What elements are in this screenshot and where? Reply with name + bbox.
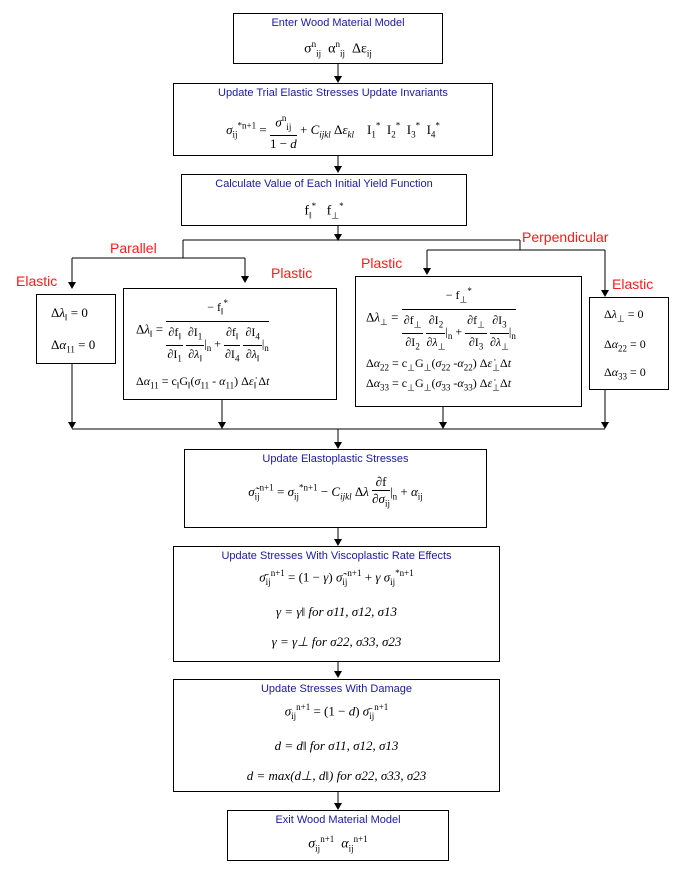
eq-damage-3: d = max(d⊥, d‖) for σ22, σ33, σ23 — [246, 767, 427, 783]
eq-elastic-right-2: Δα22 = 0 — [604, 337, 646, 354]
eq-damage-2: d = d‖ for σ11, σ12, σ13 — [274, 737, 399, 753]
box-damage: Update Stresses With Damage σijn+1 = (1 … — [173, 679, 500, 792]
box-exit-model: Exit Wood Material Model σijn+1 αijn+1 — [227, 810, 449, 861]
eq-elasto: σ̃ijn+1 = σij*n+1 − Cijkl Δλ ∂f∂σij|n + … — [248, 474, 423, 509]
eq-visco-1: σ̄ijn+1 = (1 − γ) σ̃ijn+1 + γ σij*n+1 — [259, 568, 414, 587]
box-plastic-parallel: Δλ‖ = − f‖* ∂f‖∂I1 ∂I1∂λ‖|n + ∂f‖∂I4 ∂I4… — [123, 288, 337, 400]
label-plastic-left: Plastic — [271, 265, 313, 281]
title-elasto: Update Elastoplastic Stresses — [262, 453, 409, 465]
eq-plastic-right-3: Δα33 = c⊥G⊥(σ33 -α33) Δε̇⊥Δt — [366, 376, 512, 393]
title-exit: Exit Wood Material Model — [275, 814, 401, 826]
eq-elastic-right-1: Δλ⊥ = 0 — [604, 307, 644, 324]
eq-elastic-left-2: Δα11 = 0 — [51, 337, 96, 355]
title-trial: Update Trial Elastic Stresses Update Inv… — [218, 87, 448, 99]
box-enter-model: Enter Wood Material Model σnij αnij Δεij — [233, 13, 443, 64]
title-enter: Enter Wood Material Model — [271, 17, 405, 29]
label-plastic-right: Plastic — [361, 255, 403, 271]
label-parallel: Parallel — [110, 240, 157, 256]
label-elastic-right: Elastic — [612, 276, 654, 292]
eq-visco-2: γ = γ‖ for σ11, σ12, σ13 — [275, 603, 398, 619]
title-visco: Update Stresses With Viscoplastic Rate E… — [221, 550, 452, 562]
eq-exit: σijn+1 αijn+1 — [308, 834, 368, 854]
eq-elastic-right-3: Δα33 = 0 — [604, 365, 646, 382]
box-yield-function: Calculate Value of Each Initial Yield Fu… — [181, 174, 467, 226]
eq-damage-1: σijn+1 = (1 − d) σ̄ijn+1 — [284, 702, 389, 721]
eq-visco-3: γ = γ⊥ for σ22, σ33, σ23 — [271, 633, 402, 649]
box-viscoplastic: Update Stresses With Viscoplastic Rate E… — [173, 546, 500, 662]
eq-plastic-left-2: Δα11 = c‖G‖(σ11 - α11) Δε̇‖ Δt — [136, 374, 270, 391]
eq-plastic-right-1: Δλ⊥ = − f⊥* ∂f⊥∂I2 ∂I2∂λ⊥|n + ∂f⊥∂I3 ∂I3… — [366, 283, 516, 354]
label-elastic-left: Elastic — [16, 273, 58, 289]
box-trial-elastic: Update Trial Elastic Stresses Update Inv… — [173, 83, 493, 156]
title-damage: Update Stresses With Damage — [260, 683, 412, 695]
eq-enter: σnij αnij Δεij — [304, 39, 372, 59]
eq-plastic-left-1: Δλ‖ = − f‖* ∂f‖∂I1 ∂I1∂λ‖|n + ∂f‖∂I4 ∂I4… — [136, 295, 269, 366]
box-plastic-perpendicular: Δλ⊥ = − f⊥* ∂f⊥∂I2 ∂I2∂λ⊥|n + ∂f⊥∂I3 ∂I3… — [355, 276, 582, 407]
box-elastic-perpendicular: Δλ⊥ = 0 Δα22 = 0 Δα33 = 0 — [589, 297, 669, 390]
title-yield: Calculate Value of Each Initial Yield Fu… — [215, 178, 433, 190]
eq-yield: f‖* f⊥* — [304, 201, 344, 221]
label-perpendicular: Perpendicular — [522, 229, 609, 245]
eq-elastic-left-1: Δλ‖ = 0 — [51, 305, 88, 323]
box-elastic-parallel: Δλ‖ = 0 Δα11 = 0 — [36, 294, 116, 364]
box-elastoplastic: Update Elastoplastic Stresses σ̃ijn+1 = … — [184, 449, 487, 528]
eq-plastic-right-2: Δα22 = c⊥G⊥(σ22 -α22) Δε̇⊥Δt — [366, 356, 512, 373]
